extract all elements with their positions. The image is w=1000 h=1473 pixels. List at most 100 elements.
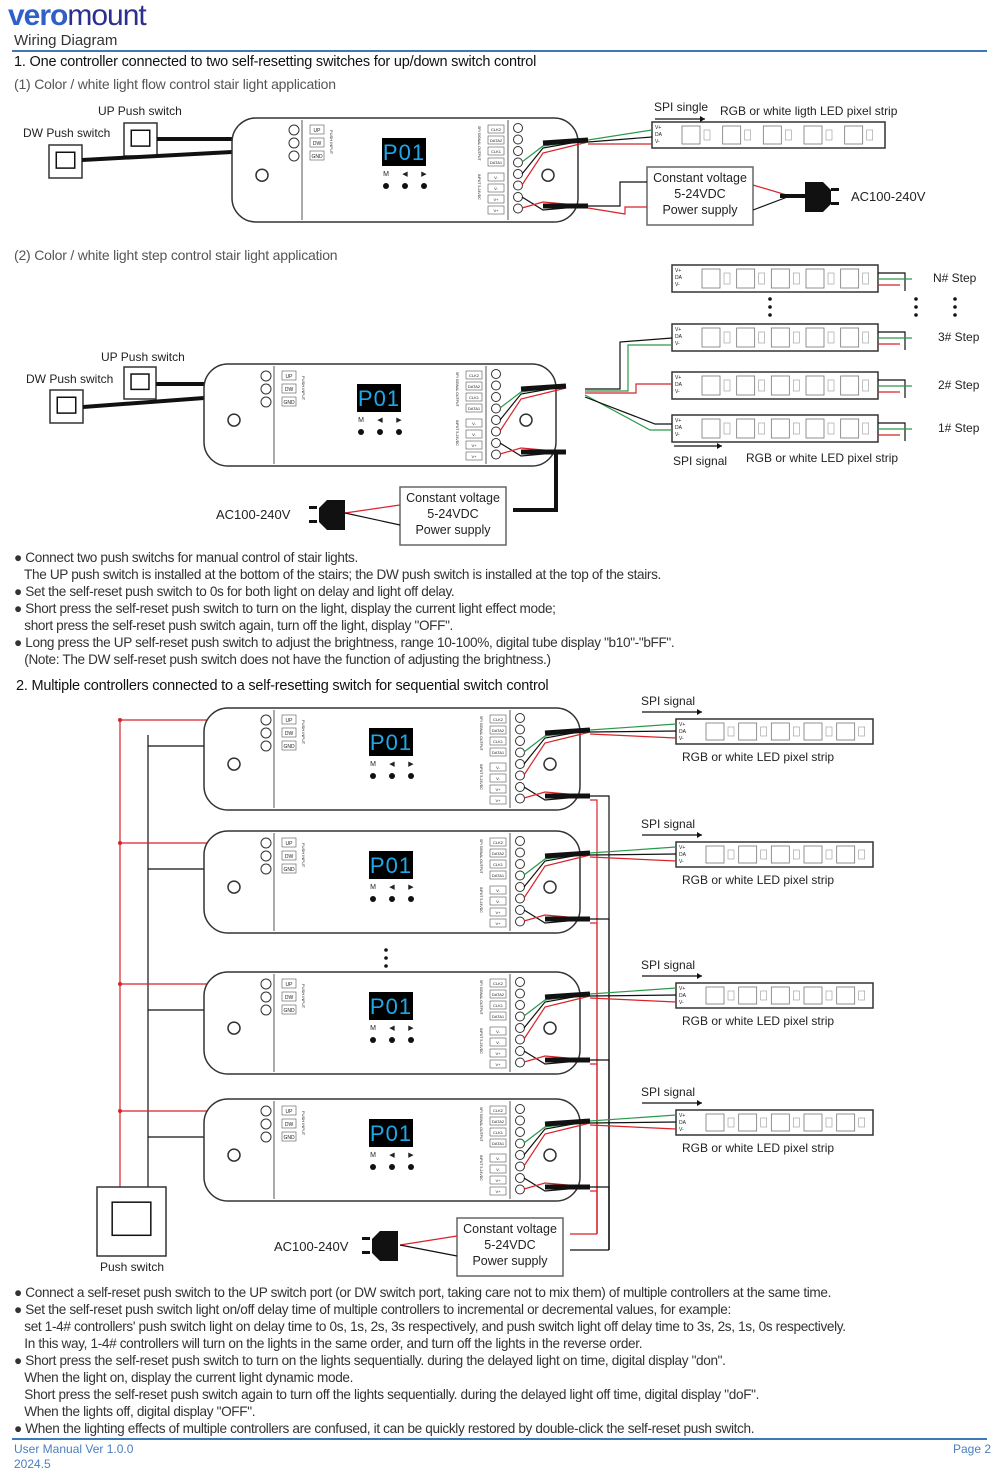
button-2[interactable] bbox=[408, 1037, 414, 1043]
port-group-label: SPI SIGNAL OUTPUT bbox=[455, 372, 459, 408]
strip-pin-label: DA bbox=[675, 382, 683, 388]
button-0[interactable] bbox=[370, 773, 376, 779]
terminal bbox=[513, 169, 523, 179]
port-label: DW bbox=[285, 854, 294, 860]
port-label: V- bbox=[496, 1156, 500, 1161]
button-1[interactable] bbox=[389, 1037, 395, 1043]
port-label: GND bbox=[283, 744, 295, 750]
strip-pin-label: V+ bbox=[679, 1113, 685, 1119]
button-0[interactable] bbox=[358, 429, 364, 435]
resistor bbox=[760, 726, 767, 737]
port-label-box bbox=[281, 850, 297, 861]
button-2[interactable] bbox=[408, 1164, 414, 1170]
header-rule bbox=[12, 50, 987, 52]
led-chip bbox=[803, 722, 823, 741]
port-label: V+ bbox=[495, 1062, 501, 1067]
terminal bbox=[288, 137, 300, 149]
note: ● Short press the self-reset push switch… bbox=[14, 601, 556, 616]
wire bbox=[399, 1244, 458, 1257]
terminal bbox=[491, 380, 501, 391]
resistor bbox=[858, 990, 865, 1001]
port-label-box bbox=[489, 896, 507, 906]
led-chip bbox=[770, 327, 790, 348]
button-0[interactable] bbox=[383, 183, 389, 189]
digital-display bbox=[369, 1119, 413, 1147]
mount-hole bbox=[543, 757, 557, 771]
port-label: V+ bbox=[495, 1051, 501, 1056]
power-supply bbox=[456, 1217, 564, 1277]
button-1[interactable] bbox=[377, 429, 383, 435]
resistor bbox=[793, 422, 800, 435]
ac-label: AC100-240V bbox=[851, 189, 926, 204]
port-label: V- bbox=[496, 888, 500, 893]
button-0[interactable] bbox=[370, 1037, 376, 1043]
led-chip bbox=[681, 125, 701, 145]
port-label: CLK2 bbox=[469, 373, 480, 378]
strip-pin-label: V+ bbox=[675, 327, 681, 333]
wire bbox=[589, 846, 677, 854]
terminal bbox=[260, 1118, 272, 1130]
port-label: V+ bbox=[493, 208, 499, 213]
button-label: ◀ bbox=[389, 1152, 395, 1159]
mount-hole bbox=[227, 413, 241, 427]
strip-pin-label: V- bbox=[679, 1127, 684, 1133]
resistor bbox=[858, 726, 865, 737]
port-group-label: SPI SIGNAL OUTPUT bbox=[479, 980, 483, 1016]
button-1[interactable] bbox=[389, 773, 395, 779]
port-label: CLK2 bbox=[493, 1108, 504, 1113]
ellipsis-dot bbox=[953, 305, 957, 309]
button-2[interactable] bbox=[396, 429, 402, 435]
strip-label: RGB or white LED pixel strip bbox=[682, 873, 834, 887]
port-label-box bbox=[489, 885, 507, 895]
wire bbox=[587, 136, 653, 143]
terminal bbox=[513, 146, 523, 156]
button-2[interactable] bbox=[408, 896, 414, 902]
port-group-label: SPI SIGNAL OUTPUT bbox=[479, 1107, 483, 1143]
psu-label: Constant voltage bbox=[653, 171, 747, 185]
wire bbox=[590, 1190, 598, 1234]
plug-body bbox=[319, 500, 345, 530]
switch-button bbox=[111, 1201, 152, 1237]
wire bbox=[878, 379, 906, 398]
port-label-box bbox=[309, 124, 325, 135]
port-label-box bbox=[489, 747, 507, 757]
button-label: ▶ bbox=[408, 1152, 414, 1159]
wire bbox=[589, 987, 677, 995]
ellipsis-dot bbox=[768, 297, 772, 301]
display-readout: P01 bbox=[383, 140, 425, 165]
terminal bbox=[513, 134, 523, 145]
strip-pin-label: V+ bbox=[655, 125, 661, 131]
button-2[interactable] bbox=[421, 183, 427, 189]
wire bbox=[588, 181, 647, 207]
port-label: DATA1 bbox=[492, 1141, 505, 1146]
port-label-box bbox=[281, 383, 297, 394]
controller bbox=[203, 971, 581, 1075]
push-switch-label: Push switch bbox=[100, 1260, 164, 1274]
wire bbox=[589, 1124, 677, 1130]
resistor bbox=[793, 726, 800, 737]
button-1[interactable] bbox=[389, 1164, 395, 1170]
button-2[interactable] bbox=[408, 773, 414, 779]
button-label: ▶ bbox=[408, 1025, 414, 1032]
cable bbox=[81, 150, 233, 162]
spi-label: SPI signal bbox=[673, 454, 727, 468]
wire bbox=[399, 1235, 458, 1246]
port-label: V- bbox=[494, 175, 498, 180]
resistor bbox=[827, 379, 835, 392]
cable bbox=[544, 1118, 591, 1127]
led-chip bbox=[701, 375, 721, 396]
button-1[interactable] bbox=[402, 183, 408, 189]
port-label: CLK1 bbox=[493, 739, 504, 744]
port-label: V+ bbox=[495, 798, 501, 803]
button-0[interactable] bbox=[370, 896, 376, 902]
led-chip bbox=[803, 986, 823, 1005]
terminal bbox=[515, 747, 525, 758]
led-strip bbox=[675, 718, 874, 745]
terminal bbox=[515, 1057, 525, 1068]
terminal bbox=[515, 1023, 525, 1033]
logo-part1: vero bbox=[8, 0, 68, 32]
button-0[interactable] bbox=[370, 1164, 376, 1170]
led-chip bbox=[770, 1113, 790, 1132]
button-1[interactable] bbox=[389, 896, 395, 902]
